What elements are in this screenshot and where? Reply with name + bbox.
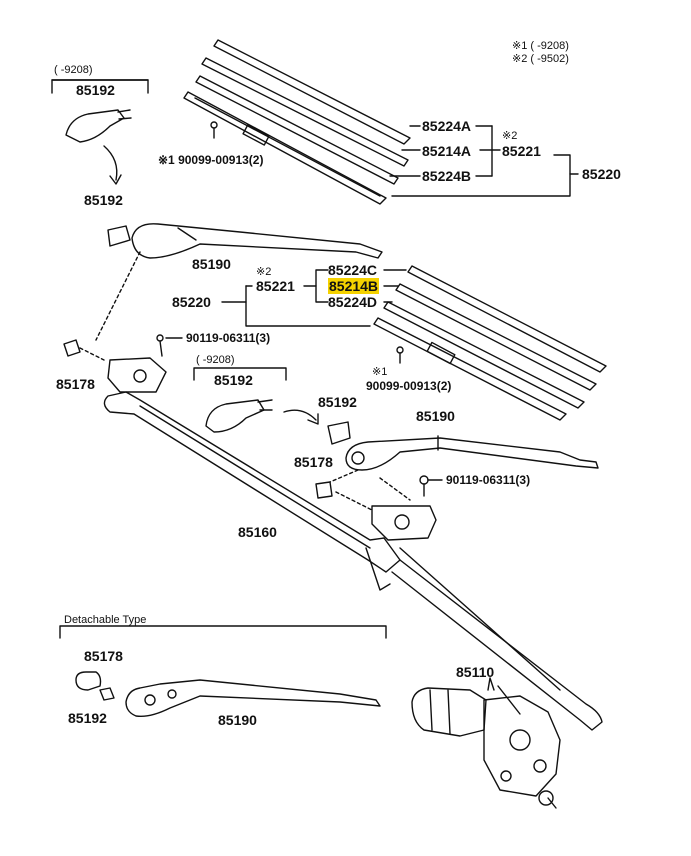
note-mark: ※2 — [256, 266, 272, 278]
date-range-label: ( -9208) — [196, 354, 235, 366]
part-label-85190: 85190 — [218, 712, 257, 728]
part-label-85160: 85160 — [238, 524, 277, 540]
part-label-85224b: 85224B — [422, 168, 472, 184]
part-label-85224a: 85224A — [422, 118, 472, 134]
part-label-85178: 85178 — [84, 648, 123, 664]
part-label-85190: 85190 — [416, 408, 455, 424]
part-label-85178: 85178 — [56, 376, 95, 392]
cap-right — [327, 421, 351, 445]
part-label-85110: 85110 — [456, 664, 495, 680]
mid-cap-bracket — [193, 367, 287, 381]
part-label-90119: 90119-06311(3) — [446, 473, 531, 487]
part-label-85178: 85178 — [294, 454, 333, 470]
part-label-85224d: 85224D — [328, 294, 378, 310]
part-label-85214b: 85214B — [328, 278, 380, 294]
part-label-90119: 90119-06311(3) — [186, 331, 271, 345]
upper-leaders — [389, 125, 579, 197]
right-arm — [345, 435, 599, 471]
upper-arm — [107, 223, 383, 259]
arrow-head — [109, 174, 122, 185]
part-label-85214a: 85214A — [422, 143, 472, 159]
arrow-head-2 — [307, 413, 319, 425]
detach-parts — [75, 671, 381, 718]
part-label-85192: 85192 — [68, 710, 107, 726]
part-label-85192: 85192 — [318, 394, 357, 410]
date-range-label: ( -9208) — [54, 64, 93, 76]
detachable-type-title: Detachable Type — [64, 614, 147, 626]
part-label-85192: 85192 — [84, 192, 123, 208]
part-label-85220: 85220 — [172, 294, 211, 310]
legend-note-1: ※1 ( -9208) — [512, 40, 569, 52]
part-label-90099: ※1 90099-00913(2) — [158, 153, 264, 167]
part-label-85192: 85192 — [76, 82, 115, 98]
linkage-rod — [103, 391, 603, 731]
note-mark: ※1 — [372, 366, 388, 378]
part-label-85221: 85221 — [502, 143, 541, 159]
part-label-85190: 85190 — [192, 256, 231, 272]
part-label-85224c: 85224C — [328, 262, 378, 278]
pivot-right — [315, 469, 443, 541]
middle-blade-set — [373, 265, 607, 421]
legend-note-2: ※2 ( -9502) — [512, 53, 569, 65]
part-label-85221: 85221 — [256, 278, 295, 294]
note-mark: ※2 — [502, 130, 518, 142]
wiper-motor — [411, 677, 561, 809]
part-label-90099: 90099-00913(2) — [366, 379, 452, 393]
arrow-curve-2 — [283, 409, 317, 421]
upper-blade-set — [183, 39, 411, 205]
arm-cap-part — [65, 109, 132, 143]
part-label-85192: 85192 — [214, 372, 253, 388]
arrow-curve — [103, 145, 118, 181]
middle-leaders — [221, 269, 407, 327]
pivot-left — [63, 251, 183, 393]
part-label-85220: 85220 — [582, 166, 621, 182]
mid-cap-part — [205, 399, 273, 433]
top-cap-bracket — [51, 79, 149, 94]
highlighted-part-number: 85214B — [328, 278, 380, 294]
detach-bracket — [59, 625, 387, 639]
